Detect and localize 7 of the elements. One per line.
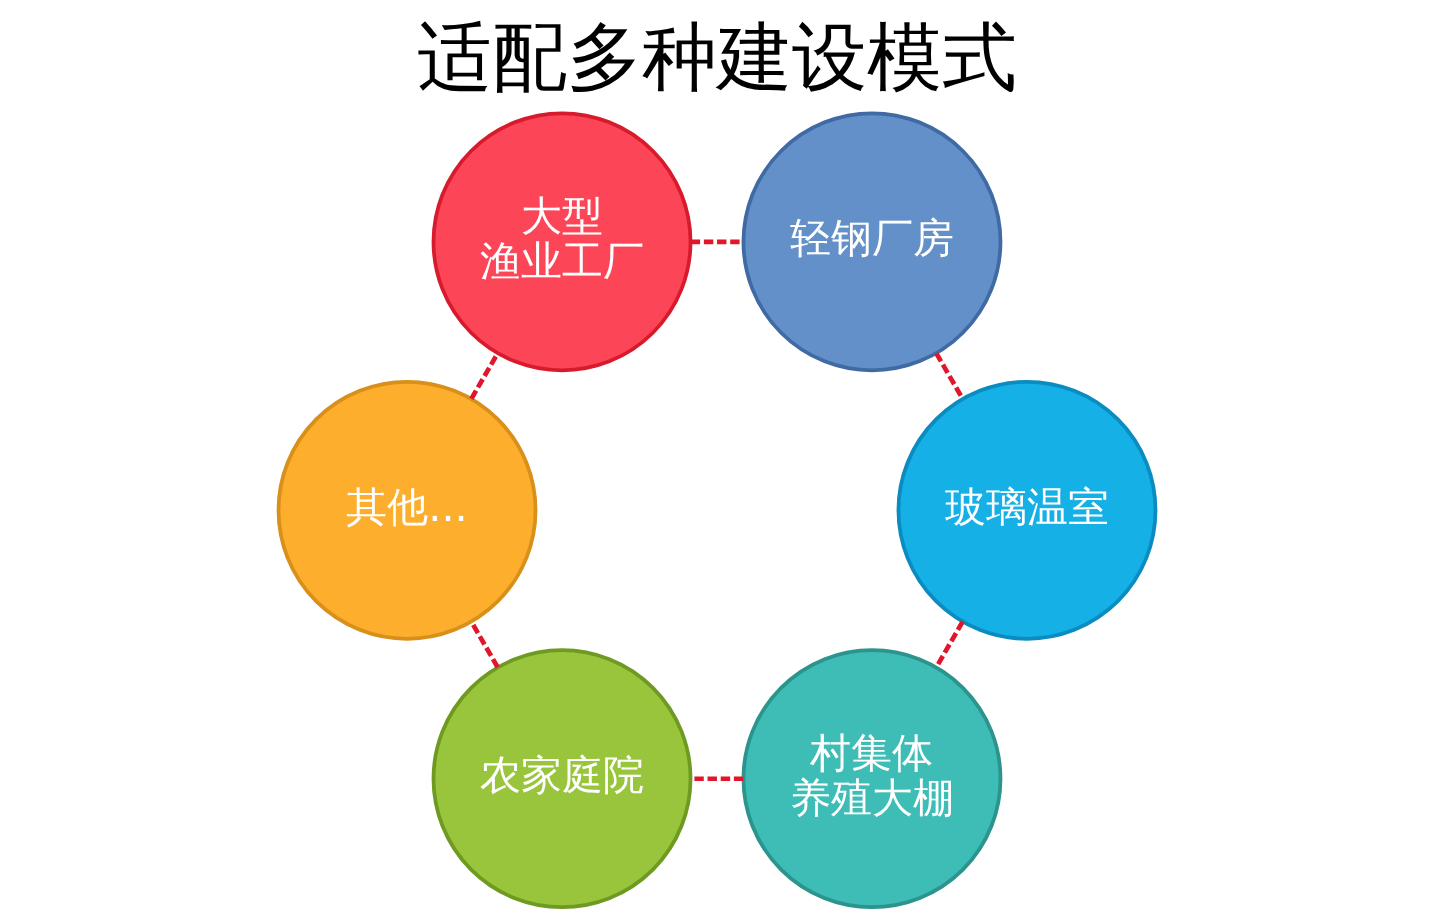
node-circle: 农家庭院 bbox=[431, 648, 693, 910]
node-circle: 玻璃温室 bbox=[896, 379, 1158, 641]
diagram-title: 适配多种建设模式 bbox=[416, 13, 1017, 102]
node-circle: 大型渔业工厂 bbox=[431, 111, 693, 373]
node-circle: 其他... bbox=[276, 379, 538, 641]
node-circle: 村集体养殖大棚 bbox=[741, 648, 1003, 910]
node-circle: 轻钢厂房 bbox=[741, 111, 1003, 373]
